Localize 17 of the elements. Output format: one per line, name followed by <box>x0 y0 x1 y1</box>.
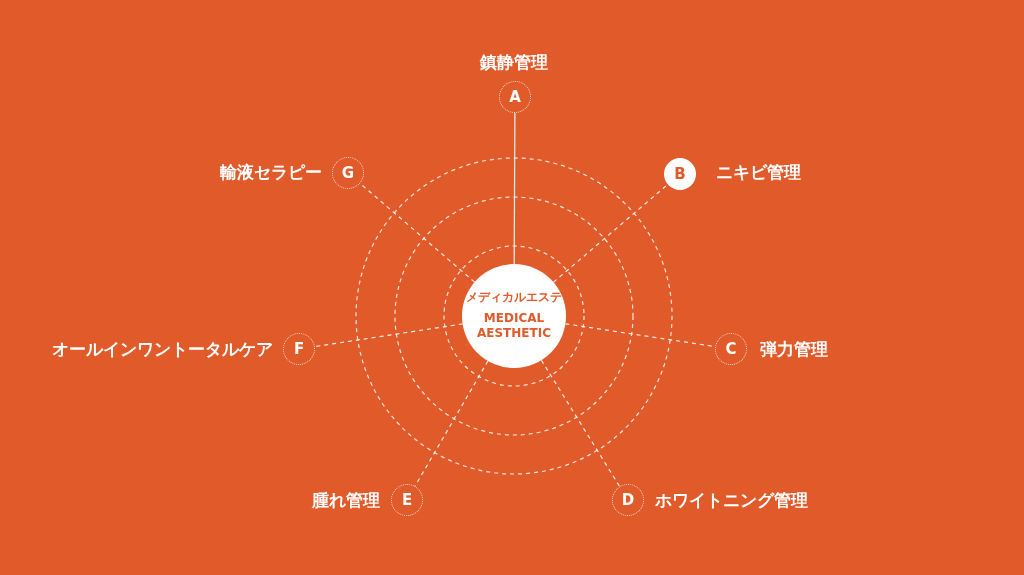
letter-circle: B <box>664 158 696 190</box>
connector-line <box>359 182 476 283</box>
center-subtitle: MEDICAL AESTHETIC <box>476 311 552 342</box>
category-label: オールインワントータルケア <box>52 338 273 360</box>
connector-line <box>314 323 464 348</box>
category-label: ニキビ管理 <box>716 161 801 183</box>
category-label: 腫れ管理 <box>312 489 380 511</box>
connector-line <box>513 112 516 265</box>
category-label: ホワイトニング管理 <box>655 489 808 511</box>
category-label: 弾力管理 <box>760 338 828 360</box>
center-circle <box>462 264 566 368</box>
connector-line <box>414 360 489 487</box>
category-label: 鎮静管理 <box>480 51 548 73</box>
connector-line <box>552 183 669 283</box>
connector-line <box>540 359 621 487</box>
center-title: メディカルエステ <box>466 290 562 305</box>
category-label: 輸液セラピー <box>220 161 322 183</box>
